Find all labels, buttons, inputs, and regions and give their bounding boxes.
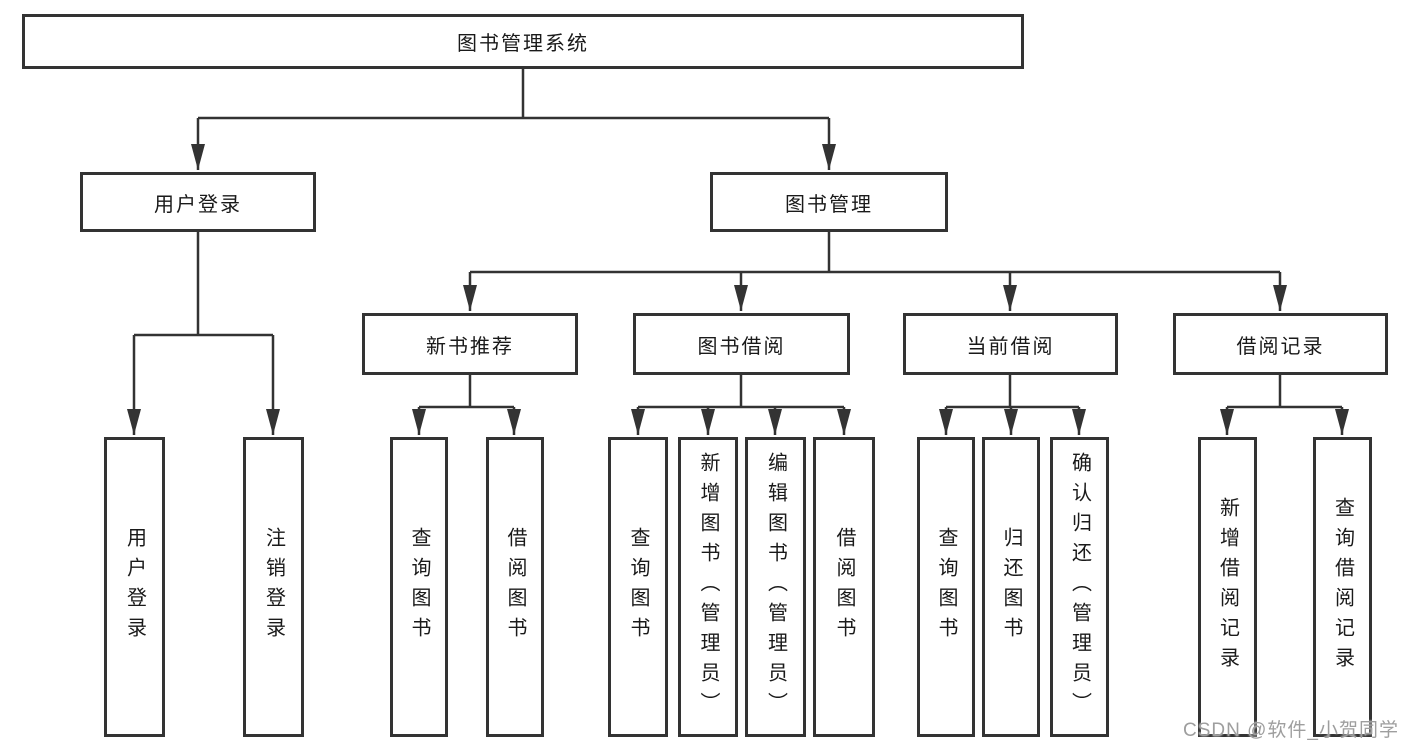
leaf-return-books: 归还图书 — [982, 437, 1040, 737]
leaf-borrow-books: 借阅图书 — [813, 437, 875, 737]
leaf-recommend-borrow-books: 借阅图书 — [486, 437, 544, 737]
node-new-book-recommend-label: 新书推荐 — [426, 335, 514, 358]
leaf-recommend-query-books: 查询图书 — [390, 437, 448, 737]
node-new-book-recommend: 新书推荐 — [362, 313, 578, 375]
node-user-login-label: 用户登录 — [154, 193, 242, 216]
leaf-current-query-books: 查询图书 — [917, 437, 975, 737]
leaf-user-login: 用户登录 — [104, 437, 165, 737]
node-user-login: 用户登录 — [80, 172, 316, 232]
node-book-borrowing-label: 图书借阅 — [697, 335, 786, 358]
node-book-borrowing: 图书借阅 — [633, 313, 850, 375]
leaf-edit-books-admin: 编辑图书（管理员） — [745, 437, 806, 737]
node-book-management-label: 图书管理 — [785, 193, 873, 216]
leaf-borrow-query-books: 查询图书 — [608, 437, 668, 737]
leaf-logout: 注销登录 — [243, 437, 304, 737]
leaf-add-books-admin: 新增图书（管理员） — [678, 437, 738, 737]
node-library-system: 图书管理系统 — [22, 14, 1024, 69]
leaf-add-borrow-record: 新增借阅记录 — [1198, 437, 1257, 737]
node-current-borrowing: 当前借阅 — [903, 313, 1118, 375]
leaf-query-borrow-record: 查询借阅记录 — [1313, 437, 1372, 737]
node-borrowing-records-label: 借阅记录 — [1236, 335, 1325, 358]
node-library-system-label: 图书管理系统 — [457, 33, 589, 55]
node-current-borrowing-label: 当前借阅 — [966, 335, 1055, 358]
leaf-confirm-return-admin: 确认归还（管理员） — [1050, 437, 1109, 737]
node-borrowing-records: 借阅记录 — [1173, 313, 1388, 375]
csdn-watermark: CSDN @软件_小贺同学 — [1183, 720, 1399, 741]
node-book-management: 图书管理 — [710, 172, 948, 232]
